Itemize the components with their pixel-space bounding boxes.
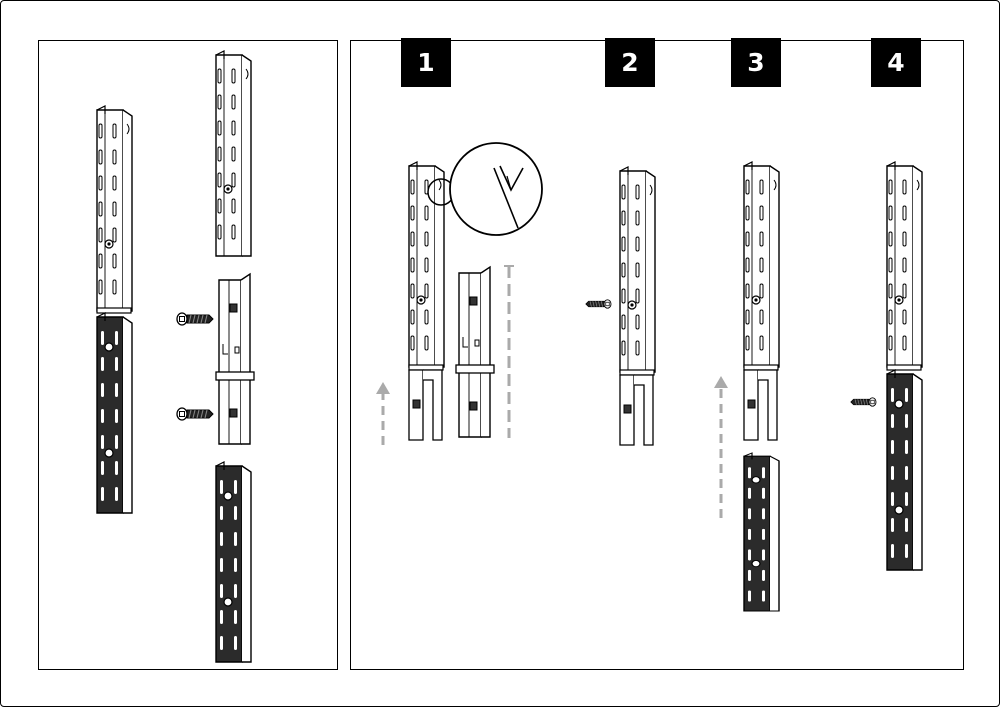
step-1-detail-magnifier — [427, 142, 543, 236]
step-2-screw — [585, 299, 612, 309]
overview-screw-bottom — [176, 407, 214, 421]
overview-joiner — [215, 273, 255, 445]
overview-upper-rail — [215, 50, 252, 257]
step-2-rail — [619, 166, 656, 446]
overview-assembled-rail — [96, 105, 133, 514]
step-1-rail — [408, 161, 445, 441]
step-3-rail — [743, 161, 780, 441]
step-4-badge: 4 — [871, 38, 921, 87]
overview-lower-rail — [215, 461, 252, 663]
step-1-badge: 1 — [401, 38, 451, 87]
overview-panel — [38, 40, 338, 670]
step-4-screw — [850, 397, 877, 407]
step-3-badge: 3 — [731, 38, 781, 87]
step-3-lower-rail — [743, 452, 780, 612]
overview-screw-top — [176, 312, 214, 326]
step-2-badge: 2 — [605, 38, 655, 87]
step-3-up-arrow — [714, 376, 728, 518]
step-4-assembled-rail — [886, 161, 923, 571]
step-1-up-arrow — [376, 382, 390, 445]
step-1-depth-line — [504, 265, 514, 438]
steps-panel — [350, 40, 964, 670]
step-1-joiner — [455, 266, 495, 438]
